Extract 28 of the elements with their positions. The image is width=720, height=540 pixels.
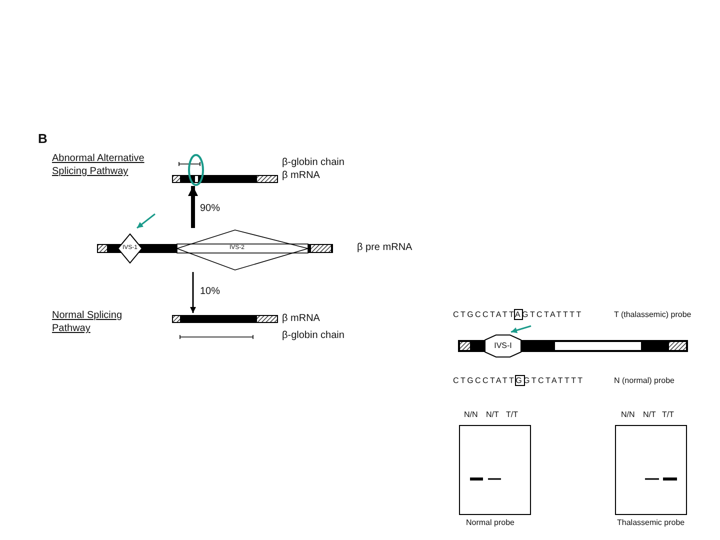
- arrow: [190, 272, 196, 313]
- pathway-heading: Abnormal Alternative Splicing Pathway: [52, 152, 146, 178]
- arrow: [136, 213, 156, 229]
- molecule-label: β pre mRNA: [357, 242, 412, 254]
- probe-label: T (thalassemic) probe: [614, 310, 692, 320]
- molecule-label: β mRNA: [282, 170, 320, 182]
- lane-label: T/T: [506, 410, 518, 420]
- molecule-label: β-globin chain: [282, 330, 344, 342]
- arrow: [510, 325, 532, 334]
- pathway-heading: Normal Splicing Pathway: [52, 309, 124, 335]
- arrow: [188, 186, 198, 228]
- blot-caption: Normal probe: [466, 518, 514, 528]
- intron-label: IVS-I: [493, 341, 513, 351]
- lane-label: T/T: [662, 410, 674, 420]
- lane-label: N/T: [643, 410, 656, 420]
- lane-label: N/T: [486, 410, 499, 420]
- pre-mrna-bar: [97, 229, 333, 271]
- blot-panel: [615, 425, 687, 515]
- molecule-label: β mRNA: [282, 313, 320, 325]
- blot-caption: Thalassemic probe: [617, 518, 685, 528]
- lane-label: N/N: [621, 410, 635, 420]
- lane-label: N/N: [464, 410, 478, 420]
- blot-panel: [459, 425, 531, 515]
- probe-sequence: CTGCCTATTAGTCTATTTT: [453, 310, 583, 320]
- molecule-label: β-globin chain: [282, 157, 344, 169]
- probe-label: N (normal) probe: [614, 376, 674, 386]
- panel-letter: B: [38, 131, 48, 147]
- gene-bar: [458, 333, 688, 359]
